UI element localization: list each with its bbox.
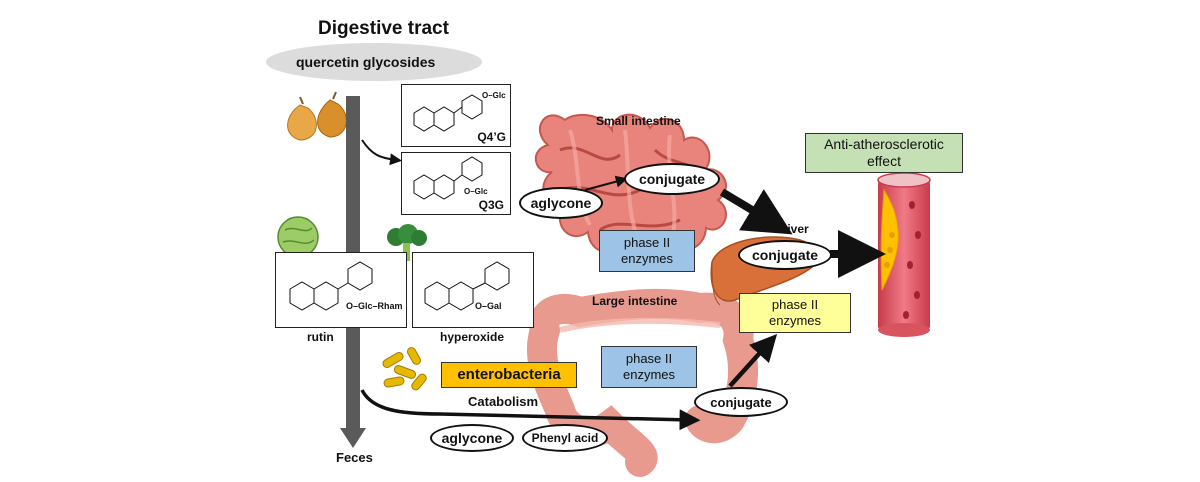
cabbage-icon <box>277 216 319 258</box>
phenyl-acid-oval: Phenyl acid <box>522 424 608 452</box>
catabolism-label: Catabolism <box>468 394 539 409</box>
anti-atherosclerotic-label: Anti-atherosclerotic effect <box>824 135 944 170</box>
aglycone-oval-bottom: aglycone <box>430 424 514 452</box>
small-intestine-label: Small intestine <box>596 114 681 128</box>
phase2-enzymes-liver: phase II enzymes <box>739 293 851 333</box>
rutin-substituent: O–Glc–Rham <box>346 301 403 311</box>
source-label: quercetin glycosides <box>296 54 436 70</box>
hyperoxide-structure-icon <box>424 261 510 311</box>
rutin-structure-icon <box>289 261 373 311</box>
enterobacteria-label: enterobacteria <box>457 365 561 383</box>
structure-q3g: O–Glc Q3G <box>401 152 511 215</box>
rutin-label: rutin <box>307 330 334 344</box>
conjugate-oval-large-intestine: conjugate <box>694 387 788 417</box>
enterobacteria-box: enterobacteria <box>441 362 577 388</box>
diagram-title: Digestive tract <box>318 18 449 39</box>
aglycone-oval-small-intestine: aglycone <box>519 187 603 219</box>
q3g-structure-icon <box>413 156 483 200</box>
phase2-liver-label: phase II enzymes <box>768 296 822 328</box>
q4g-label: Q4’G <box>477 130 506 144</box>
hyperoxide-label: hyperoxide <box>440 330 505 344</box>
q3g-label: Q3G <box>478 198 504 212</box>
feces-label: Feces <box>336 450 373 465</box>
liver-label: Liver <box>780 222 809 236</box>
bacteria-icon <box>382 347 427 391</box>
hyperoxide-substituent: O–Gal <box>475 301 502 311</box>
q4g-substituent: O–Glc <box>482 91 506 100</box>
large-intestine-label: Large intestine <box>592 294 678 308</box>
structure-q4g: O–Glc Q4’G <box>401 84 511 147</box>
phase2-enzymes-small-intestine: phase II enzymes <box>599 230 695 272</box>
source-ellipse <box>266 43 482 81</box>
q4g-structure-icon <box>413 94 483 132</box>
onion-icon <box>287 91 347 141</box>
phase2-si-label: phase II enzymes <box>620 234 674 266</box>
phase2-enzymes-large-intestine: phase II enzymes <box>601 346 697 388</box>
conjugate-oval-liver: conjugate <box>738 240 832 270</box>
structure-hyperoxide: O–Gal <box>412 252 534 328</box>
anti-atherosclerotic-box: Anti-atherosclerotic effect <box>805 133 963 173</box>
conjugate-oval-small-intestine: conjugate <box>624 163 720 195</box>
blood-vessel-icon <box>877 172 931 337</box>
q3g-substituent: O–Glc <box>464 187 488 196</box>
structure-rutin: O–Glc–Rham <box>275 252 407 328</box>
phase2-li-label: phase II enzymes <box>622 350 676 382</box>
